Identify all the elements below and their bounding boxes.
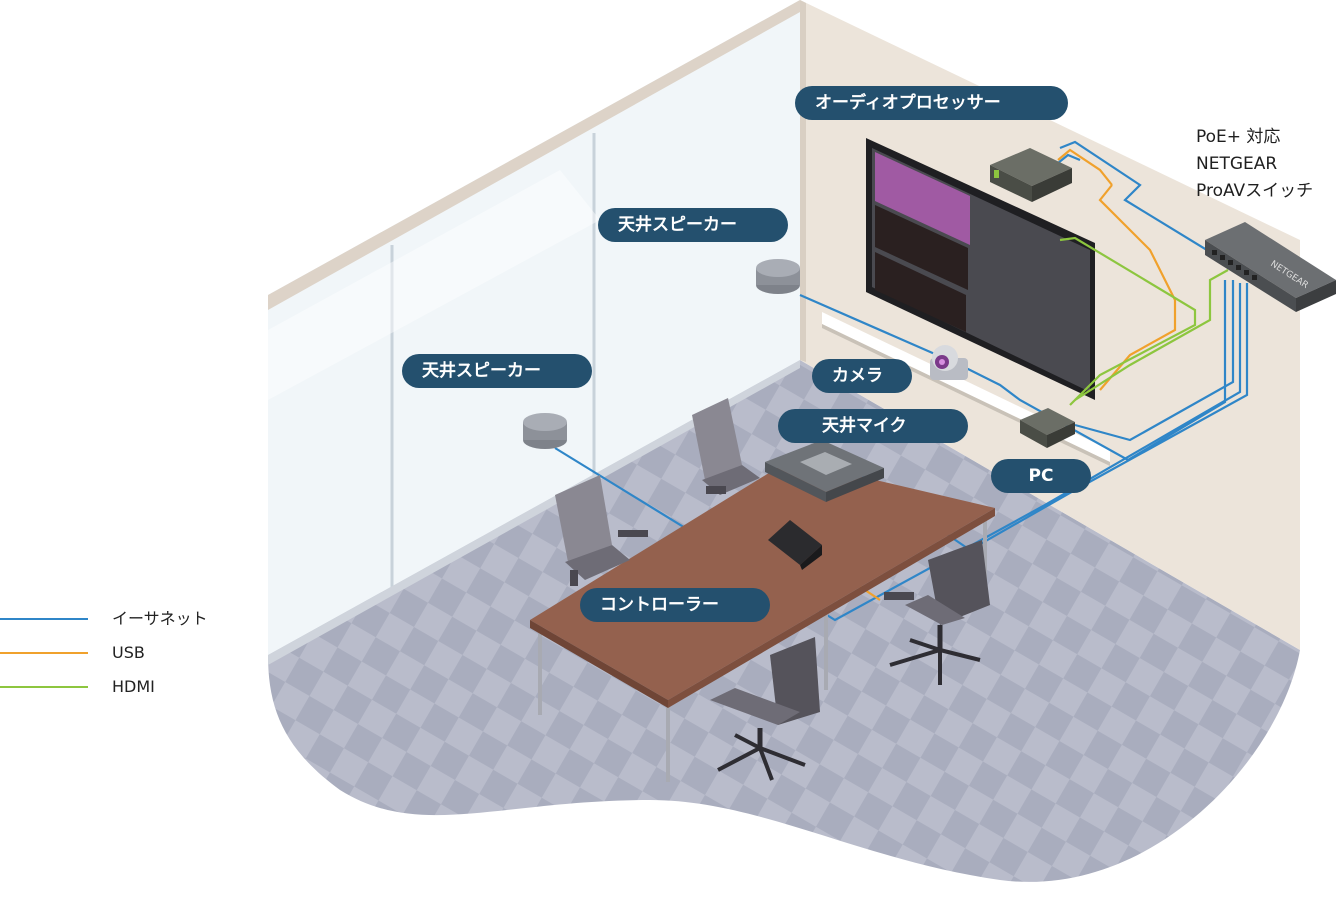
legend-line-hdmi: [0, 686, 88, 688]
switch-label: PoE+ 対応 NETGEAR ProAVスイッチ: [1196, 124, 1336, 205]
label-audio-processor: オーディオプロセッサー: [795, 86, 1068, 120]
switch-label-line-1: PoE+ 対応: [1196, 127, 1281, 147]
label-pc: PC: [991, 459, 1091, 493]
legend-text-usb: USB: [112, 643, 145, 662]
ceiling-mic-device: [765, 440, 884, 502]
glass-wall: [268, 0, 800, 665]
chair-back-right: [692, 398, 760, 495]
switch-label-line-3: ProAVスイッチ: [1196, 181, 1314, 201]
legend-text-ethernet: イーサネット: [112, 609, 208, 628]
label-controller: コントローラー: [580, 588, 770, 622]
label-ceiling-mic: 天井マイク: [778, 409, 968, 443]
legend-line-usb: [0, 652, 88, 654]
pc-device: [1020, 408, 1075, 448]
label-camera: カメラ: [812, 359, 912, 393]
chair-front-right: [884, 540, 990, 685]
chair-back-left: [555, 475, 648, 586]
camera-device: [930, 345, 968, 380]
netgear-switch: NETGEAR: [1205, 222, 1336, 312]
controller-tablet: [768, 520, 822, 570]
display-screen: [866, 138, 1095, 400]
switch-label-line-2: NETGEAR: [1196, 154, 1278, 174]
ceiling-speaker-right: [756, 259, 800, 294]
legend-line-ethernet: [0, 618, 88, 620]
audio-processor: [990, 148, 1072, 202]
label-ceiling-speaker-right: 天井スピーカー: [598, 208, 788, 242]
chair-front-left: [710, 637, 820, 781]
legend-text-hdmi: HDMI: [112, 677, 155, 696]
label-ceiling-speaker-left: 天井スピーカー: [402, 354, 592, 388]
ceiling-speaker-left: [523, 413, 567, 449]
